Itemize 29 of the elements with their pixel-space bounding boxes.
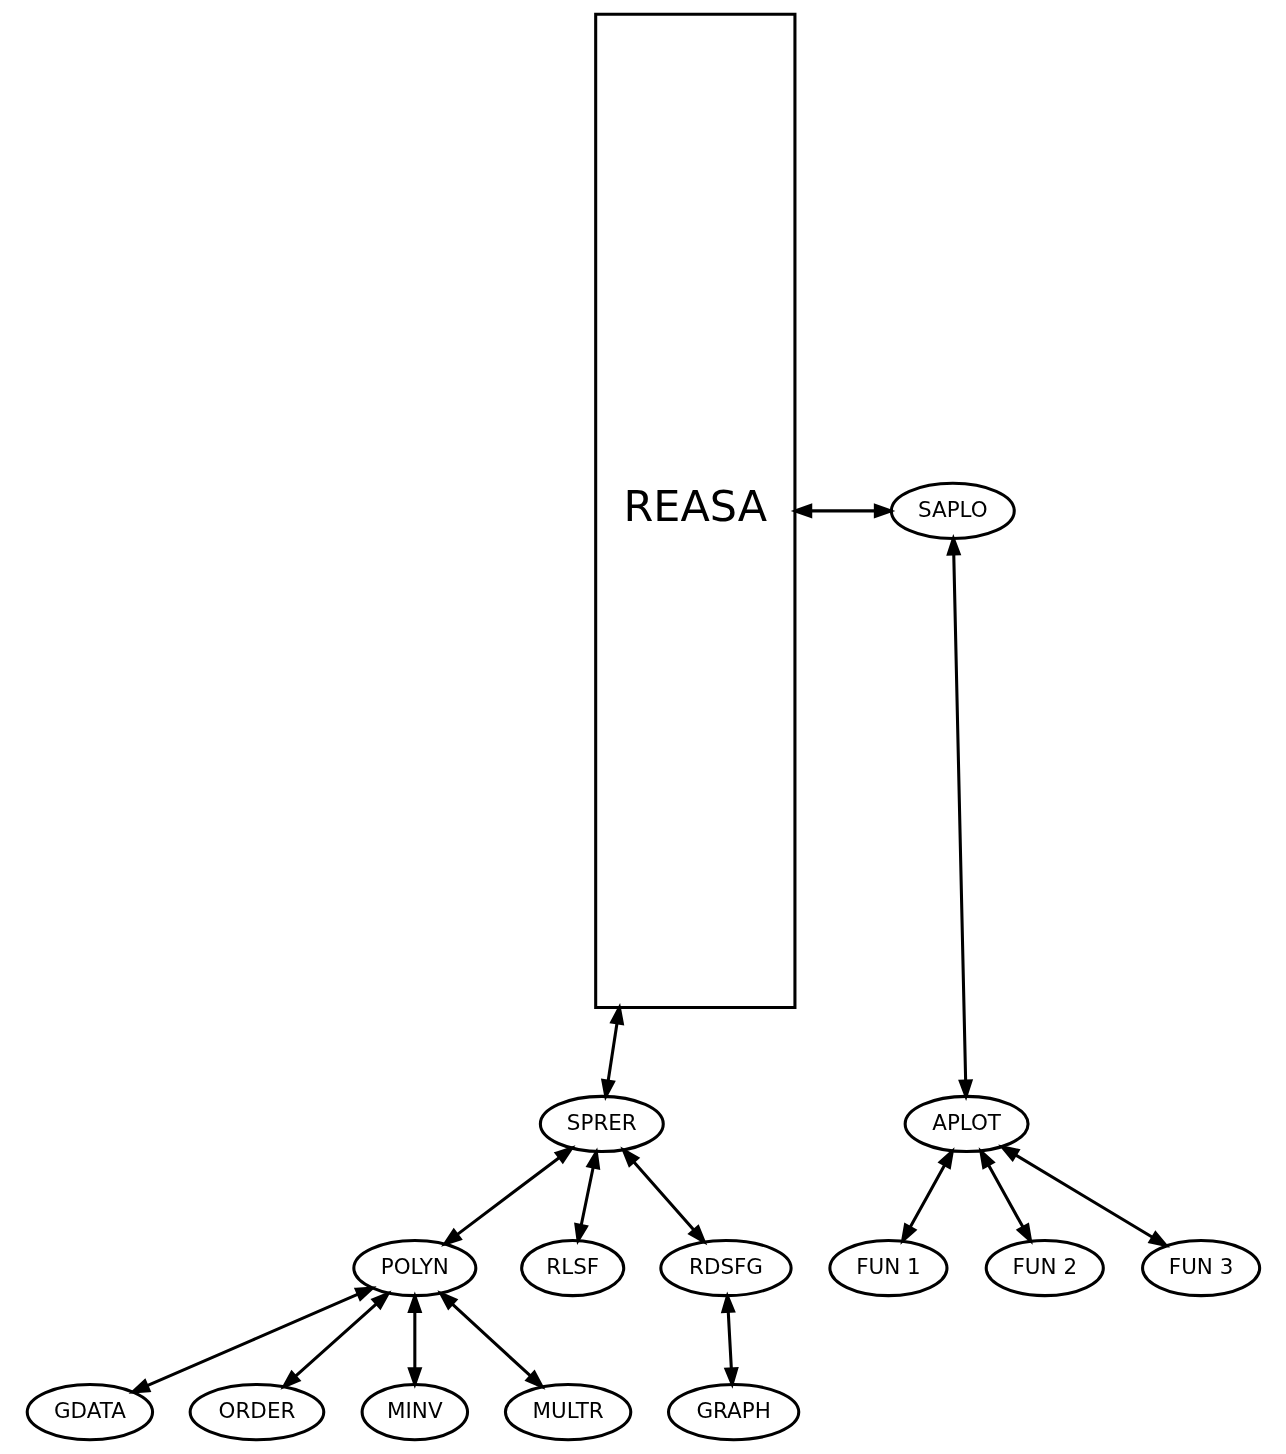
arrow	[899, 1147, 954, 1245]
arrow	[619, 1146, 707, 1246]
arrow	[720, 1291, 739, 1389]
node-ellipse: FUN 2	[984, 1238, 1105, 1298]
arrow	[790, 503, 895, 519]
node-ellipse: GDATA	[25, 1383, 154, 1442]
arrow	[573, 1147, 600, 1246]
arrow	[406, 1291, 422, 1389]
node-ellipse: RLSF	[519, 1238, 625, 1298]
arrow	[128, 1286, 377, 1394]
arrow	[279, 1290, 391, 1390]
node-ellipse: ORDER	[188, 1383, 325, 1442]
arrow	[978, 1147, 1033, 1245]
node-ellipse: MINV	[360, 1383, 469, 1442]
node-box: REASA	[593, 12, 796, 1009]
node-ellipse: RDSFG	[658, 1238, 793, 1298]
node-ellipse: GRAPH	[666, 1383, 800, 1442]
node-ellipse: FUN 1	[827, 1238, 948, 1298]
node-ellipse: FUN 3	[1140, 1238, 1261, 1298]
arrow	[436, 1290, 545, 1390]
arrow	[600, 1003, 624, 1101]
node-ellipse: SAPLO	[889, 481, 1016, 540]
node-ellipse: APLOT	[903, 1094, 1030, 1154]
node-ellipse: POLYN	[351, 1238, 477, 1298]
arrow	[440, 1145, 575, 1247]
node-ellipse: SPRER	[538, 1094, 665, 1154]
arrow	[997, 1144, 1170, 1248]
node-ellipse: MULTR	[503, 1383, 632, 1442]
arrow	[945, 534, 973, 1101]
